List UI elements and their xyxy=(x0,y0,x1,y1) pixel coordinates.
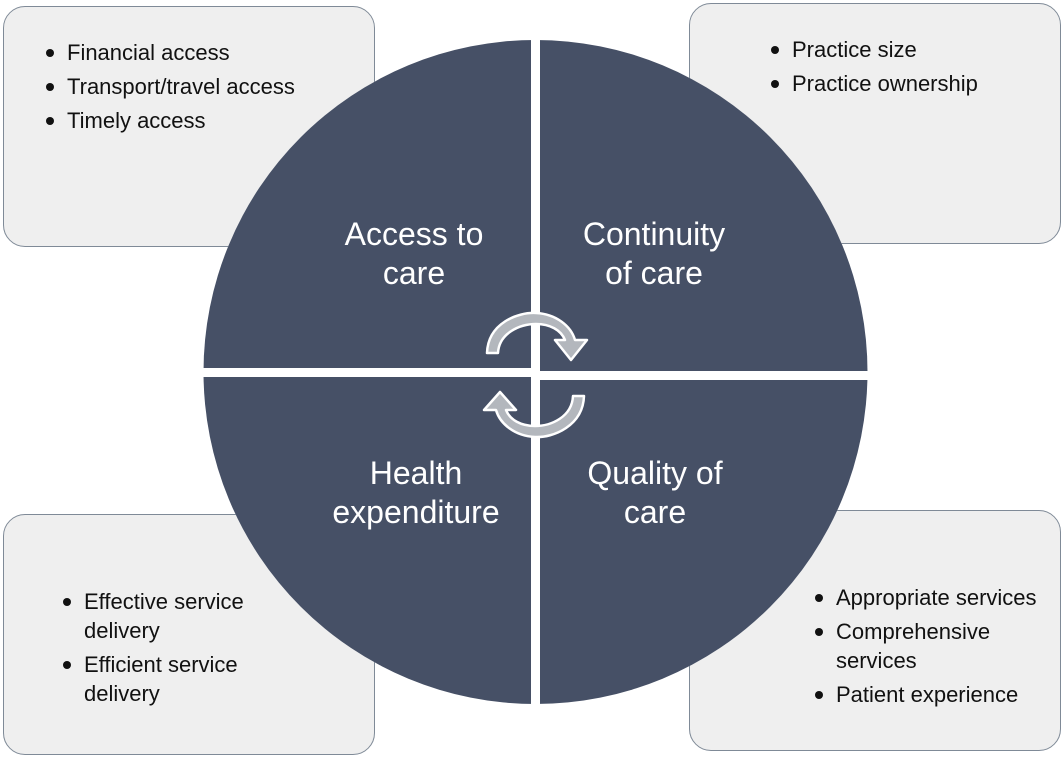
list-item: Timely access xyxy=(44,106,304,135)
quadrant-label-expenditure: Health expenditure xyxy=(306,454,526,532)
quadrant-label-quality: Quality of care xyxy=(545,454,765,532)
label-line: Continuity xyxy=(582,216,726,252)
list-item: Appropriate services xyxy=(813,583,1053,612)
continuity-factors-list: Practice size Practice ownership xyxy=(769,35,1049,103)
list-item: Effective service delivery xyxy=(61,587,311,645)
quadrant-label-access: Access to care xyxy=(304,215,524,293)
quality-factors-list: Appropriate services Comprehensive servi… xyxy=(813,583,1053,714)
list-item: Financial access xyxy=(44,38,304,67)
list-item: Comprehensive services xyxy=(813,617,1053,675)
access-factors-list: Financial access Transport/travel access… xyxy=(44,38,304,140)
list-item: Patient experience xyxy=(813,680,1053,709)
label-line: Health xyxy=(369,455,463,491)
list-item: Efficient service delivery xyxy=(61,650,311,708)
list-item: Transport/travel access xyxy=(44,72,304,101)
label-line: Quality of xyxy=(587,455,723,491)
quadrant-continuity xyxy=(540,40,868,371)
expenditure-factors-list: Effective service delivery Efficient ser… xyxy=(61,587,311,713)
label-line: care xyxy=(623,494,687,530)
cycle-arrow-icon-bottom xyxy=(482,390,586,439)
label-line: expenditure xyxy=(332,494,500,530)
quadrant-quality xyxy=(540,380,868,704)
quadrant-label-continuity: Continuity of care xyxy=(544,215,764,293)
cycle-arrow-icon-top xyxy=(485,311,589,362)
list-item: Practice size xyxy=(769,35,1049,64)
list-item: Practice ownership xyxy=(769,69,1049,98)
quadrant-expenditure xyxy=(203,377,531,704)
quadrant-access xyxy=(203,40,531,368)
label-line: Access to xyxy=(344,216,484,252)
label-line: of care xyxy=(605,255,703,291)
label-line: care xyxy=(382,255,446,291)
